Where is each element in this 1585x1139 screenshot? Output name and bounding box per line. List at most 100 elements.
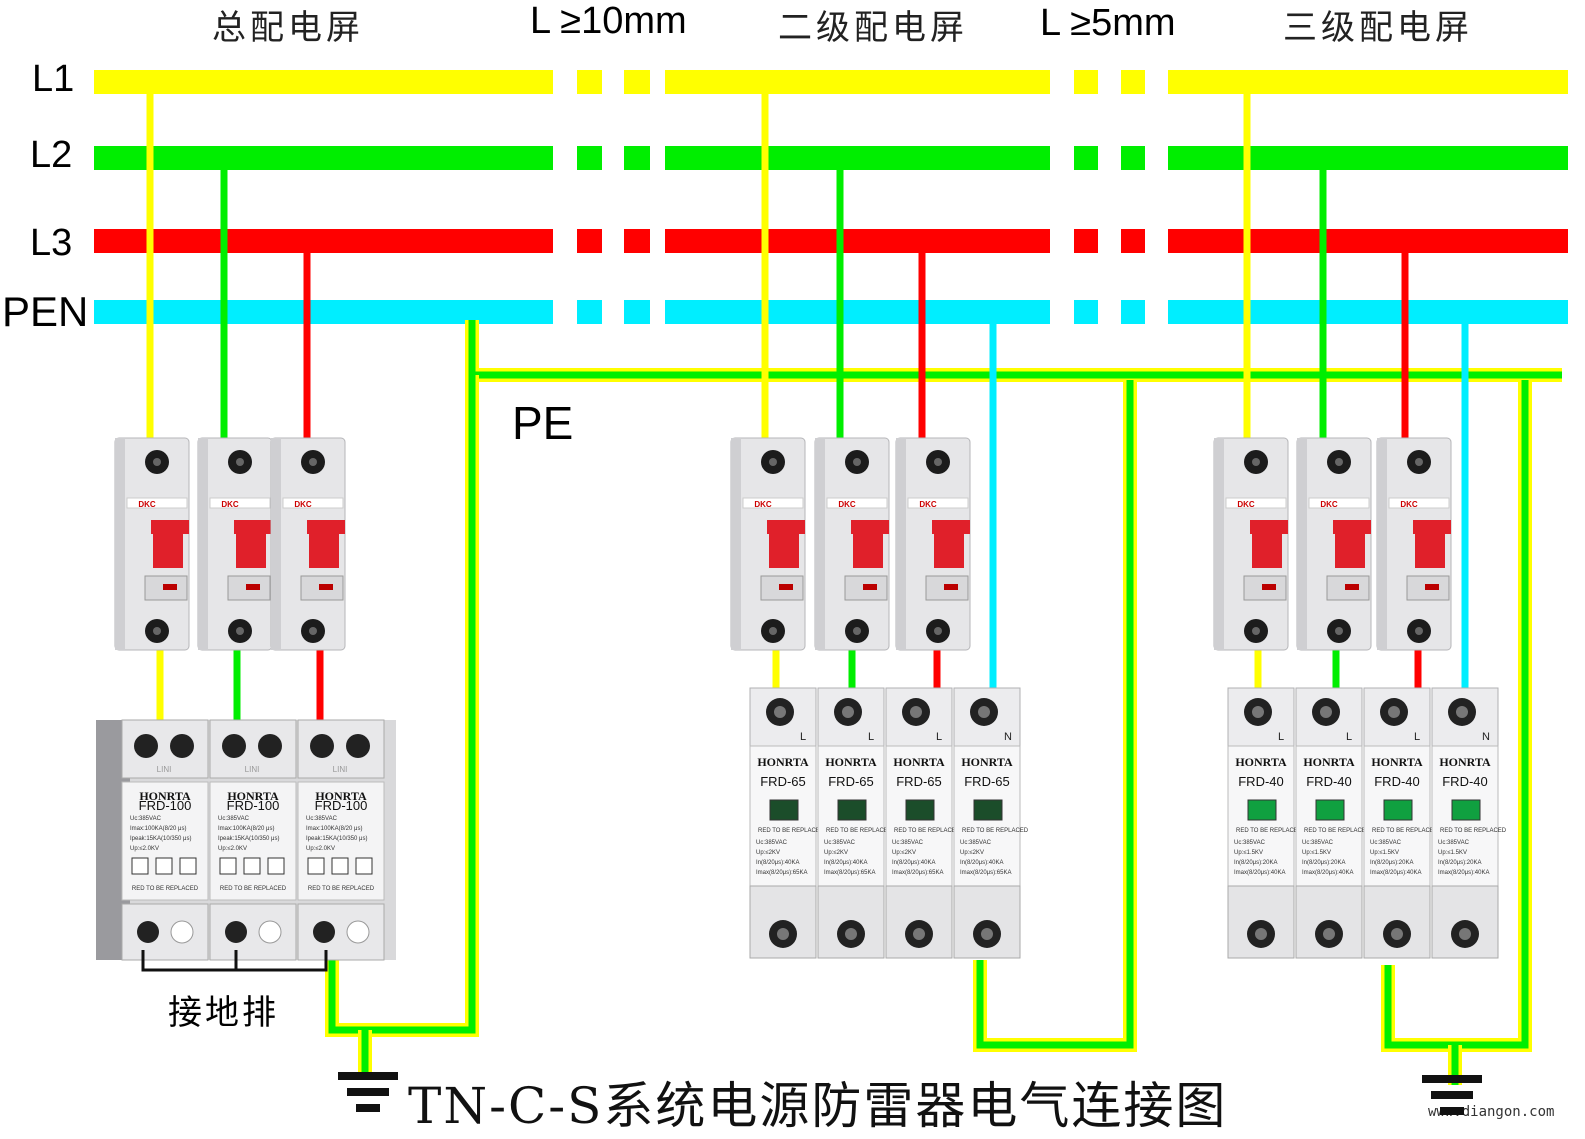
spd-ground-screw-core [1459, 928, 1471, 940]
breaker-logo-plate [1225, 497, 1287, 509]
spd-spec-line: Imax(8/20μs):40KA [1302, 870, 1353, 876]
breaker-indicator [944, 584, 958, 590]
spd-brand: HONRTA [757, 755, 809, 769]
breaker-handle [853, 534, 883, 568]
bus-bar-pen-segment [577, 300, 602, 324]
spd-model: FRD-65 [896, 774, 942, 789]
spd-status-window [1247, 799, 1277, 821]
spd-terminal-mark: L [868, 731, 874, 743]
bus-label-l2: L2 [30, 134, 73, 176]
breaker-indicator [246, 584, 260, 590]
spd-ground-hole [258, 920, 282, 944]
spd-ground-hole [170, 920, 194, 944]
bus-label-l3: L3 [30, 222, 73, 264]
breaker-handle-top [234, 520, 272, 534]
ground-line-1 [338, 1072, 398, 1080]
spd-terminal-screw-core [978, 706, 990, 718]
spd-window [155, 857, 173, 875]
breaker-side [896, 438, 906, 650]
spd-brand: HONRTA [961, 755, 1013, 769]
spd-brand: HONRTA [825, 755, 877, 769]
spd-main-module: LINIHONRTAFRD-100Uc:385VACImax:100KA(8/2… [121, 719, 209, 961]
spd-window [243, 857, 261, 875]
bus-bar-l2-segment [1168, 146, 1568, 170]
circuit-breaker: DKC [730, 437, 806, 651]
bus-bar-pen-segment [624, 300, 650, 324]
spd-module-lini: LINI [245, 765, 260, 774]
spd-terminal-screw-core [1456, 706, 1468, 718]
bus-bar-l1-segment [94, 70, 553, 94]
spd-terminal-mark: L [936, 731, 942, 743]
breaker-top-screw-slot [769, 458, 777, 466]
spd-spec-line: Up:≤2KV [960, 850, 984, 856]
bus-label-l1: L1 [32, 58, 75, 100]
spd-terminal-screw [222, 734, 246, 758]
bus-bar-l1-segment [624, 70, 650, 94]
spd-module-face [1363, 745, 1431, 887]
spd-spec-line: Up:≤2KV [756, 850, 780, 856]
breaker-logo-plate [826, 497, 888, 509]
bus-bar-pen-segment [1121, 300, 1145, 324]
spd-module-lini: LINI [157, 765, 172, 774]
breaker-handle [769, 534, 799, 568]
spd-model: FRD-40 [1306, 774, 1352, 789]
spd-module-face [121, 781, 209, 901]
spd-spec-line: Uc:385VAC [218, 816, 250, 822]
breaker-indicator [163, 584, 177, 590]
bus-bar-l1-segment [665, 70, 1050, 94]
bus-bar-l2-segment [665, 146, 1050, 170]
breaker-handle-top [851, 520, 889, 534]
spd-module-bottom [121, 903, 209, 961]
bus-label-pen: PEN [2, 288, 89, 335]
breaker-top-screw-slot [934, 458, 942, 466]
spd-status-window [1315, 799, 1345, 821]
breaker-bottom-screw-slot [309, 627, 317, 635]
breaker-logo: DKC [838, 500, 856, 509]
breaker-logo-plate [126, 497, 188, 509]
spd-spec-line: Ipeak:15KA(10/350 μs) [218, 836, 280, 842]
breaker-bottom-screw-slot [153, 627, 161, 635]
breaker-side [271, 438, 281, 650]
breaker-logo-plate [1388, 497, 1450, 509]
spd-status-window [837, 799, 867, 821]
ground-symbols [338, 1072, 1482, 1115]
spd-main: LINIHONRTAFRD-100Uc:385VACImax:100KA(8/2… [96, 719, 396, 961]
circuit-breaker: DKC [114, 437, 190, 651]
spd-terminal-mark: L [800, 731, 806, 743]
distance-label-2: L ≥5mm [1040, 2, 1176, 44]
spd-brand: HONRTA [1235, 755, 1287, 769]
spd-terminal-screw-core [1388, 706, 1400, 718]
spd-terminal-screw [258, 734, 282, 758]
breaker-indicator [1345, 584, 1359, 590]
breaker-top-screw-slot [309, 458, 317, 466]
spd-spec-line: In(8/20μs):20KA [1370, 860, 1413, 866]
spd-brand: HONRTA [893, 755, 945, 769]
spd-main-module: LINIHONRTAFRD-100Uc:385VACImax:100KA(8/2… [297, 719, 385, 961]
ground-symbol-tertiary [1422, 1075, 1482, 1115]
spd-ground-screw [137, 921, 159, 943]
breaker-handle-top [1413, 520, 1451, 534]
bus-bar-l3-segment [665, 229, 1050, 253]
spd-replace-note: RED TO BE REPLACED [1372, 828, 1439, 834]
bus-bar-l3-segment [577, 229, 602, 253]
spd-terminal-screw-core [842, 706, 854, 718]
spd-spec-line: In(8/20μs):20KA [1302, 860, 1345, 866]
breaker-top-screw-slot [1415, 458, 1423, 466]
spd-brand: HONRTA [1303, 755, 1355, 769]
breaker-logo-plate [1308, 497, 1370, 509]
spd-window [331, 857, 349, 875]
spd-spec-line: Uc:385VAC [1438, 840, 1470, 846]
spd-replace-note: RED TO BE REPLACED [308, 886, 375, 892]
bus-bar-l3-segment [94, 229, 553, 253]
breaker-handle [1252, 534, 1282, 568]
spd-terminal-screw [170, 734, 194, 758]
spd-terminal-screw-core [910, 706, 922, 718]
spd-model: FRD-40 [1442, 774, 1488, 789]
pe-bus-core [468, 320, 1562, 379]
spd-spec-line: Imax:100KA(8/20 μs) [306, 826, 362, 832]
